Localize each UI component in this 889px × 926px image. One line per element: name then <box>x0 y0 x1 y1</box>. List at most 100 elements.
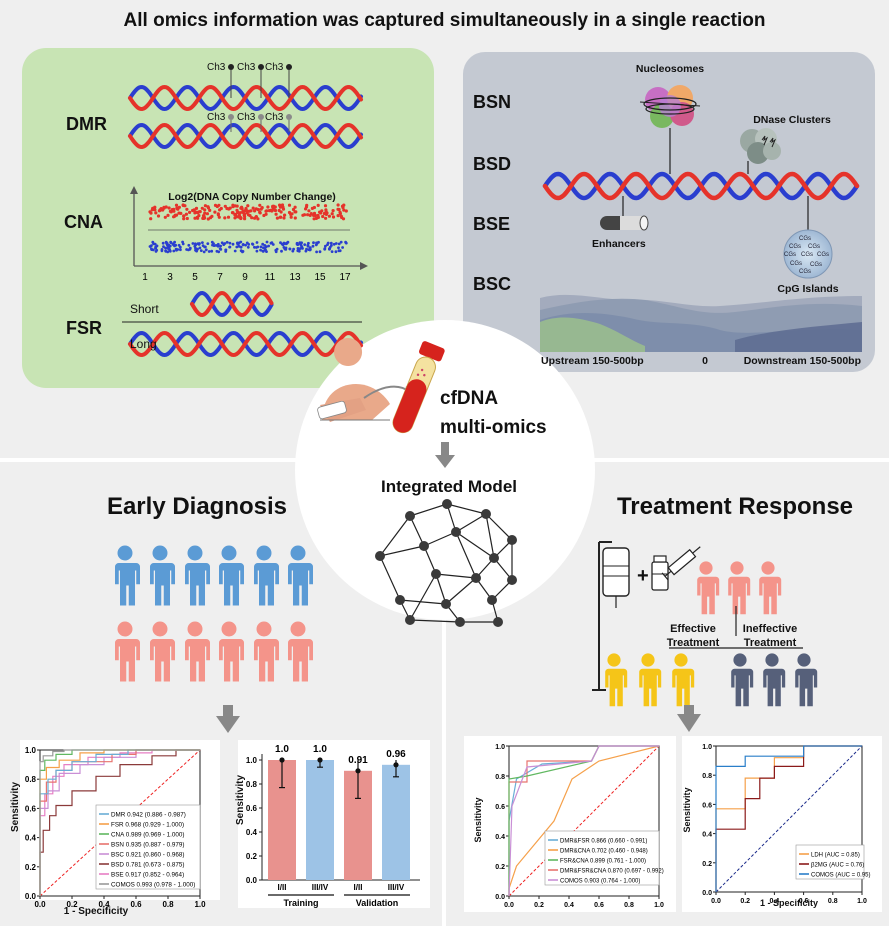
roc-legend-entry: BSE 0.917 (0.852 - 0.964) <box>111 871 184 878</box>
network-node <box>471 573 481 583</box>
bar-point <box>279 757 285 763</box>
coverage-area <box>540 294 862 352</box>
roc-diagonal <box>715 745 863 893</box>
cna-point <box>280 203 285 207</box>
cna-point <box>185 216 189 221</box>
roc-y-tick-label: 0.4 <box>702 832 712 839</box>
roc-ed-ylabel: Sensitivity <box>10 782 21 832</box>
cna-point <box>251 242 254 246</box>
cna-loss-points <box>148 240 348 254</box>
network-node <box>419 541 429 551</box>
bar-y-tick-label: 1.0 <box>246 756 258 765</box>
cna-point <box>172 249 176 253</box>
bar-ylabel: Sensitivity <box>235 775 246 825</box>
zero-label: 0 <box>702 355 708 367</box>
cna-point <box>201 241 204 245</box>
cna-point <box>228 245 232 249</box>
cna-point <box>239 240 243 244</box>
network-edge <box>455 531 477 579</box>
cna-point <box>255 246 258 249</box>
cna-point <box>167 206 171 210</box>
bar-y-tick-label: 0.6 <box>246 804 258 813</box>
cna-point <box>303 243 307 247</box>
cna-point <box>265 240 269 244</box>
cna-point <box>203 245 207 249</box>
roc-y-tick-label: 0.0 <box>495 894 505 901</box>
cna-point <box>266 205 270 209</box>
roc-y-tick-label: 0.8 <box>702 773 712 780</box>
roc-diagonal <box>508 745 660 897</box>
cna-point <box>336 207 340 211</box>
cna-point <box>344 240 347 244</box>
group-label: Validation <box>356 898 399 908</box>
network-node <box>507 535 517 545</box>
group-label: Training <box>283 898 318 908</box>
roc-y-tick-label: 0.0 <box>25 892 37 901</box>
cna-point <box>315 250 318 254</box>
cna-point <box>233 213 237 217</box>
cna-point <box>259 245 263 249</box>
network-node <box>481 509 491 519</box>
cna-point <box>174 203 179 207</box>
cna-point <box>264 209 268 213</box>
roc-ed-xlabel: 1 - Specificity <box>64 906 129 917</box>
cna-point <box>216 213 220 217</box>
early-diagnosis-heading: Early Diagnosis <box>107 493 287 520</box>
cna-point <box>239 245 243 249</box>
roc-curve <box>39 749 200 896</box>
roc-legend-entry: COMOS (AUC = 0.95) <box>811 872 871 878</box>
dna-strand-red <box>128 122 363 150</box>
roc-legend-entry: COMOS 0.993 (0.978 - 1.000) <box>111 881 195 888</box>
cna-point <box>286 240 290 244</box>
nucleosome-icon <box>639 85 701 128</box>
blood-tube-icon <box>392 341 445 434</box>
roc-y-tick-label: 0.4 <box>25 834 37 843</box>
cna-point <box>295 242 299 246</box>
dna-strand-red <box>190 290 274 318</box>
cna-point <box>331 215 336 219</box>
network-edge <box>379 555 401 601</box>
bar <box>306 760 334 880</box>
effective-label-1: Effective <box>670 623 716 635</box>
cna-point <box>235 208 239 212</box>
cna-point <box>185 207 189 211</box>
cna-point <box>336 214 340 218</box>
cna-tick: 1 <box>142 272 148 283</box>
cna-point <box>324 216 328 220</box>
cna-point <box>159 207 163 211</box>
roc-legend-entry: BSD 0.781 (0.673 - 0.875) <box>111 861 185 868</box>
cna-point <box>200 206 204 210</box>
cna-point <box>316 215 320 219</box>
cpg-mark: CGs <box>799 236 811 242</box>
multi-omics-label: multi-omics <box>440 417 547 438</box>
response-split-lines <box>669 606 803 649</box>
cna-point <box>217 250 221 254</box>
cna-point <box>305 203 309 207</box>
cna-point <box>166 213 170 217</box>
dnase-clusters-label: DNase Clusters <box>753 114 831 126</box>
bar-chart-sensitivity: 0.00.20.40.60.81.01.0I/II1.0III/IV0.91I/… <box>246 744 420 908</box>
cna-point <box>293 216 297 220</box>
cna-point <box>284 246 288 250</box>
cna-point <box>239 216 243 220</box>
cna-point <box>324 209 328 214</box>
cna-point <box>154 250 158 253</box>
network-node <box>451 527 461 537</box>
cna-point <box>291 207 296 212</box>
dna-strand-red <box>542 171 860 201</box>
cna-point <box>246 245 250 249</box>
network-node <box>441 599 451 609</box>
roc-tr1-ylabel: Sensitivity <box>473 797 483 842</box>
roc-curve <box>715 745 862 892</box>
label-bse: BSE <box>473 214 510 234</box>
roc-x-tick-label: 0.8 <box>624 902 634 909</box>
roc-x-tick-label: 0.4 <box>564 902 574 909</box>
cna-point <box>198 242 201 245</box>
roc-curve <box>39 749 200 896</box>
cna-point <box>259 248 262 252</box>
cna-axis-title: Log2(DNA Copy Number Change) <box>168 191 336 203</box>
network-edge <box>379 515 411 557</box>
network-node <box>493 617 503 627</box>
cna-point <box>254 207 258 211</box>
